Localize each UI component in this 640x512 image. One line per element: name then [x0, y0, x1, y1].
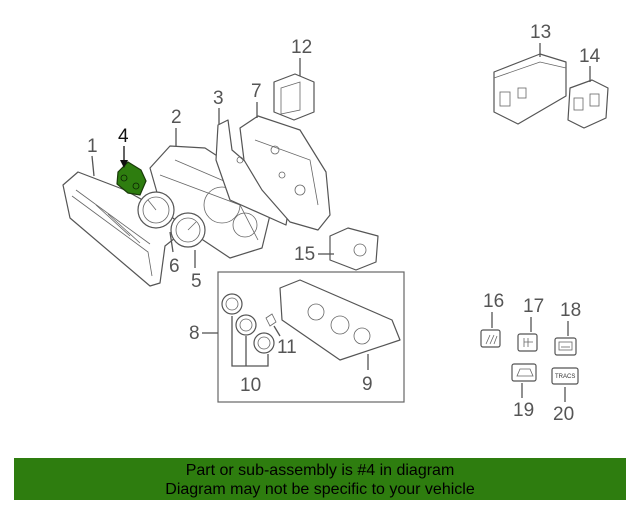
callout-3: 3 — [213, 88, 224, 109]
part-11-clip — [265, 313, 277, 327]
callout-1: 1 — [87, 136, 98, 157]
banner-line-1: Part or sub-assembly is #4 in diagram — [185, 462, 455, 479]
part-17-switch — [517, 333, 538, 352]
callout-18: 18 — [560, 300, 581, 321]
part-5-gauge — [170, 212, 206, 248]
part-12-switch — [273, 73, 315, 121]
callout-4: 4 — [118, 126, 129, 147]
callout-17: 17 — [523, 296, 544, 317]
callout-12: 12 — [291, 37, 312, 58]
hvac-control-group — [217, 271, 405, 403]
part-8-knob — [221, 293, 243, 315]
callout-16: 16 — [483, 291, 504, 312]
callout-10: 10 — [240, 375, 261, 396]
parts-diagram: 1 4 2 5 6 3 — [62, 22, 609, 425]
part-7-back-plate — [239, 115, 331, 231]
part-18-switch — [554, 337, 577, 356]
callout-15: 15 — [294, 244, 315, 265]
callout-20: 20 — [553, 404, 574, 425]
part-15-switch — [329, 227, 379, 271]
callout-19: 19 — [513, 400, 534, 421]
callout-6: 6 — [169, 256, 180, 277]
callout-11: 11 — [277, 337, 297, 358]
part-4-highlighted[interactable] — [116, 161, 147, 196]
callout-5: 5 — [191, 271, 202, 292]
callout-2: 2 — [171, 107, 182, 128]
part-1-cluster-lens — [62, 171, 181, 287]
callout-13: 13 — [530, 22, 551, 43]
part-16-switch — [480, 329, 501, 348]
part-19-switch — [511, 363, 537, 382]
traction-switch-label: TRACS — [555, 374, 575, 380]
part-9-control-panel — [279, 279, 401, 361]
banner-line-2: Diagram may not be specific to your vehi… — [165, 481, 475, 498]
part-13-module — [493, 53, 567, 125]
part-14-switch — [567, 79, 609, 129]
callout-7: 7 — [251, 81, 262, 102]
callout-9: 9 — [362, 374, 373, 395]
callout-8: 8 — [189, 323, 200, 344]
part-10-knobs — [235, 314, 275, 354]
callout-14: 14 — [579, 46, 601, 67]
part-20-traction-switch: TRACS — [551, 367, 579, 385]
part-6-gauge — [137, 191, 175, 229]
info-banner: Part or sub-assembly is #4 in diagram Di… — [14, 458, 626, 500]
